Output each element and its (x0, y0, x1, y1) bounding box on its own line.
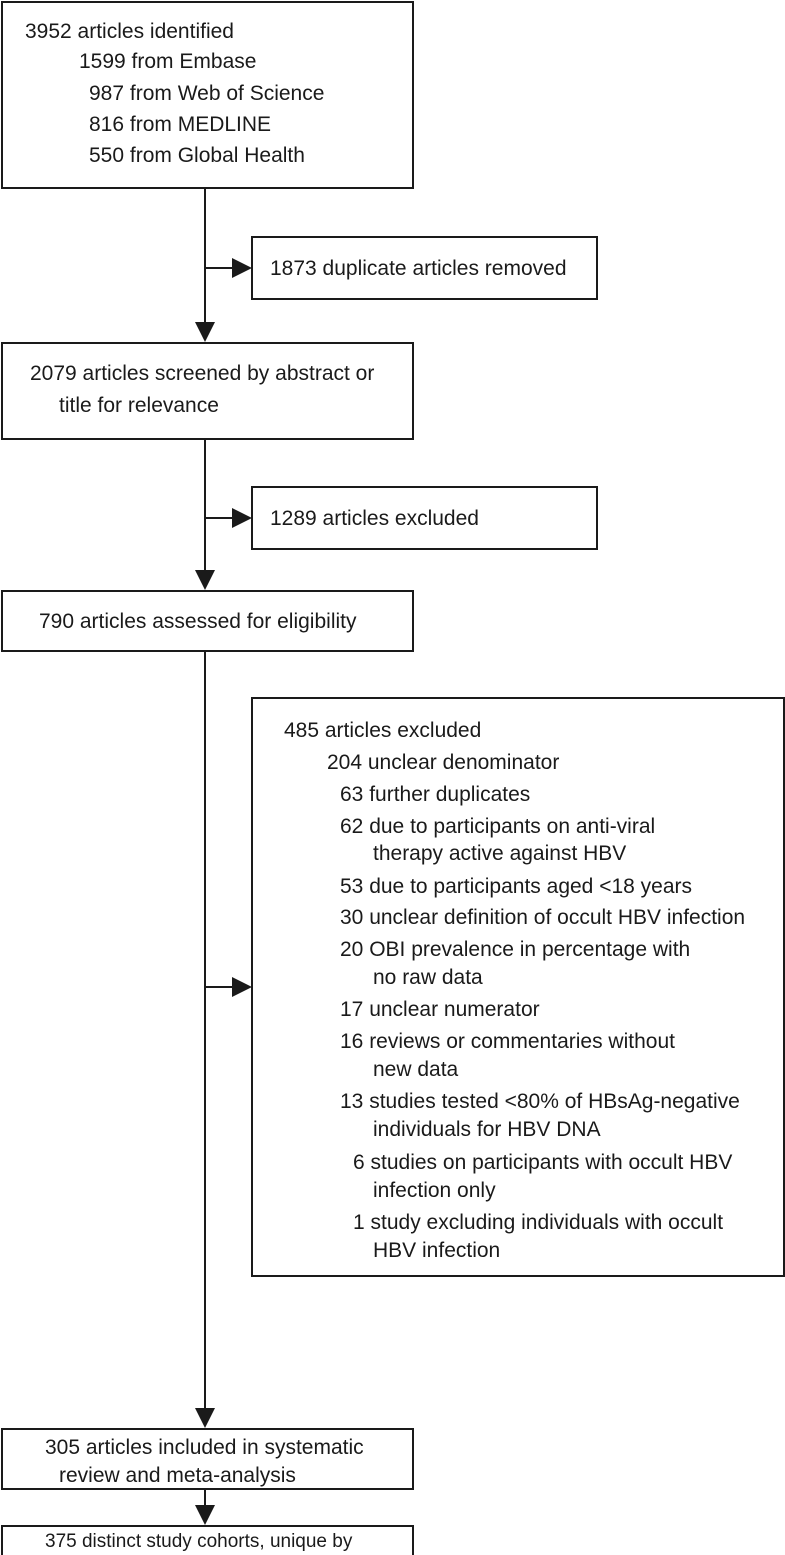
screening-excluded-box: 1289 articles excluded (251, 486, 598, 550)
cohorts-line-1: 375 distinct study cohorts, unique by (45, 1531, 353, 1552)
identification-box: 3952 articles identified 1599 from Embas… (1, 1, 414, 189)
reason-unclear-definition: 30 unclear definition of occult HBV infe… (340, 906, 746, 929)
reason-antiviral-line-1: 62 due to participants on anti-viral (340, 815, 656, 838)
reason-unclear-denominator: 204 unclear denominator (327, 751, 560, 774)
reason-aged-under-18: 53 due to participants aged <18 years (340, 875, 692, 898)
arrowhead-down (195, 322, 215, 342)
identification-title: 3952 articles identified (25, 20, 234, 43)
reason-unclear-numerator: 17 unclear numerator (340, 998, 540, 1021)
included-box: 305 articles included in systematic revi… (1, 1428, 414, 1490)
duplicates-removed-text: 1873 duplicate articles removed (270, 257, 567, 280)
reason-occult-only-line-1: 6 studies on participants with occult HB… (353, 1151, 733, 1174)
reason-excluding-occult-line-2: HBV infection (373, 1239, 501, 1262)
eligibility-excluded-box: 485 articles excluded 204 unclear denomi… (251, 697, 785, 1277)
reason-further-duplicates: 63 further duplicates (340, 783, 531, 806)
included-line-2: review and meta-analysis (59, 1464, 296, 1487)
arrowhead-right (232, 977, 252, 997)
arrowhead-down (195, 570, 215, 590)
screening-box: 2079 articles screened by abstract or ti… (1, 342, 414, 440)
screening-line-1: 2079 articles screened by abstract or (30, 362, 375, 385)
reason-obi-line-2: no raw data (373, 966, 483, 989)
reason-reviews-line-2: new data (373, 1058, 459, 1081)
cohorts-box: 375 distinct study cohorts, unique by (1, 1525, 414, 1555)
reason-tested-line-1: 13 studies tested <80% of HBsAg-negative (340, 1090, 740, 1113)
reason-reviews-line-1: 16 reviews or commentaries without (340, 1030, 675, 1053)
eligibility-box: 790 articles assessed for eligibility (1, 590, 414, 652)
source-embase: 1599 from Embase (79, 50, 257, 73)
reason-obi-line-1: 20 OBI prevalence in percentage with (340, 938, 691, 961)
source-web-of-science: 987 from Web of Science (89, 82, 325, 105)
screening-line-2: title for relevance (59, 394, 219, 417)
arrowhead-down (195, 1505, 215, 1525)
reason-antiviral-line-2: therapy active against HBV (373, 842, 627, 865)
reason-tested-line-2: individuals for HBV DNA (373, 1118, 601, 1141)
arrowhead-right (232, 258, 252, 278)
screening-excluded-text: 1289 articles excluded (270, 507, 479, 530)
eligibility-excluded-title: 485 articles excluded (284, 719, 482, 742)
reason-excluding-occult-line-1: 1 study excluding individuals with occul… (353, 1211, 724, 1234)
arrowhead-right (232, 508, 252, 528)
arrowhead-down (195, 1408, 215, 1428)
duplicates-removed-box: 1873 duplicate articles removed (251, 236, 598, 300)
reason-occult-only-line-2: infection only (373, 1179, 496, 1202)
source-medline: 816 from MEDLINE (89, 113, 272, 136)
eligibility-text: 790 articles assessed for eligibility (39, 610, 357, 633)
included-line-1: 305 articles included in systematic (45, 1436, 364, 1459)
source-global-health: 550 from Global Health (89, 144, 305, 167)
